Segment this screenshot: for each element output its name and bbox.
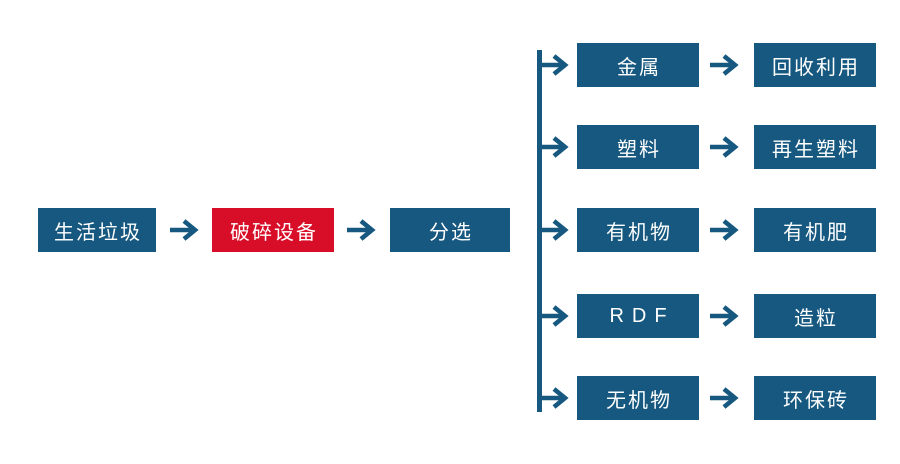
arrow-icon (540, 387, 569, 409)
node-organic-matter-label: 有机物 (606, 221, 672, 244)
node-granulation: 造粒 (754, 294, 876, 338)
node-organic-fertilizer: 有机肥 (754, 208, 876, 252)
arrow-icon (710, 54, 739, 76)
arrow-icon (540, 54, 569, 76)
arrow-icon (710, 219, 739, 241)
arrow-icon (710, 136, 739, 158)
arrow-icon (710, 387, 739, 409)
node-recycling-label: 回收利用 (772, 56, 860, 79)
node-recycling: 回收利用 (754, 43, 876, 87)
arrow-icon (710, 305, 739, 327)
node-inorganic-matter: 无机物 (577, 376, 699, 420)
node-eco-brick-label: 环保砖 (783, 389, 849, 412)
node-sorting: 分选 (390, 208, 510, 252)
node-recycled-plastic: 再生塑料 (754, 125, 876, 169)
node-sorting-label: 分选 (429, 221, 473, 244)
node-rdf-label: RDF (609, 304, 675, 327)
arrow-icon (170, 219, 199, 241)
arrow-icon (540, 305, 569, 327)
node-household-waste: 生活垃圾 (38, 208, 156, 252)
branch-connector-line (537, 50, 542, 412)
arrow-icon (540, 136, 569, 158)
node-organic-matter: 有机物 (577, 208, 699, 252)
node-eco-brick: 环保砖 (754, 376, 876, 420)
node-plastic-label: 塑料 (617, 138, 661, 161)
node-metal: 金属 (577, 43, 699, 87)
arrow-icon (347, 219, 376, 241)
node-plastic: 塑料 (577, 125, 699, 169)
node-organic-fertilizer-label: 有机肥 (783, 221, 849, 244)
node-metal-label: 金属 (617, 56, 661, 79)
node-crushing-equipment-label: 破碎设备 (230, 221, 318, 244)
node-rdf: RDF (577, 294, 699, 338)
node-household-waste-label: 生活垃圾 (54, 221, 142, 244)
node-recycled-plastic-label: 再生塑料 (772, 138, 860, 161)
node-crushing-equipment: 破碎设备 (212, 208, 334, 252)
node-granulation-label: 造粒 (794, 307, 838, 330)
node-inorganic-matter-label: 无机物 (606, 389, 672, 412)
arrow-icon (540, 219, 569, 241)
